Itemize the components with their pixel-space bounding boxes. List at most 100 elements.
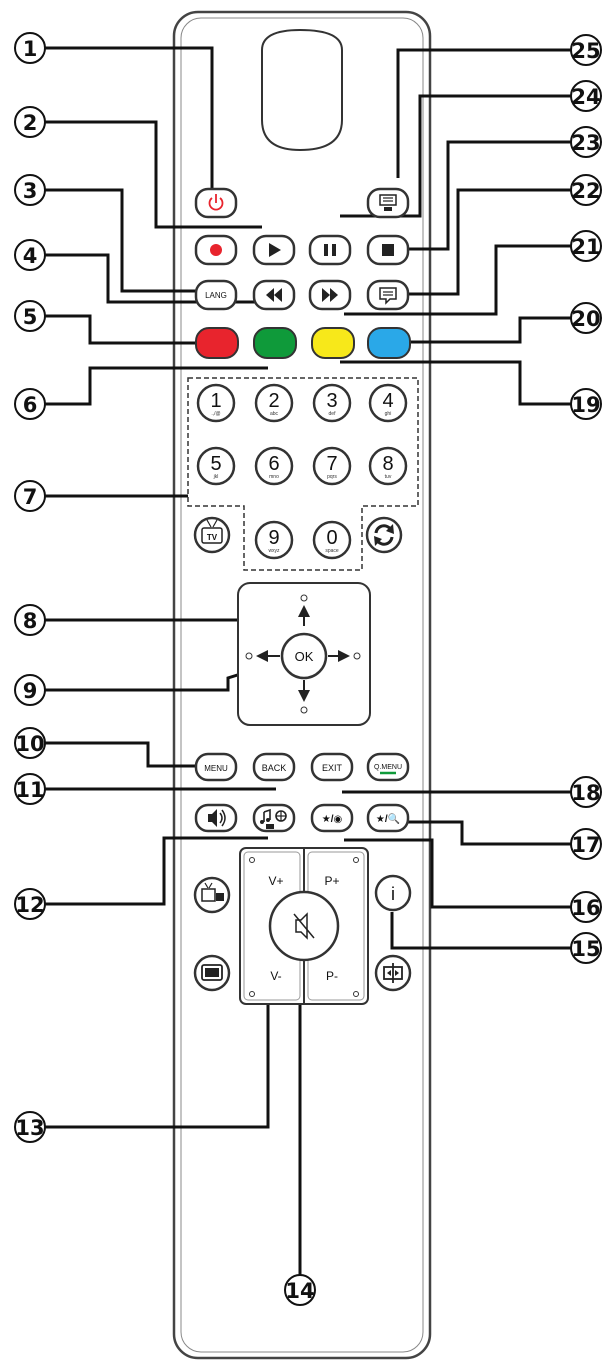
source-icon bbox=[201, 882, 224, 902]
callout-label: 15 bbox=[571, 937, 600, 961]
menu-button[interactable]: MENU bbox=[194, 752, 238, 782]
red-button[interactable] bbox=[195, 327, 239, 359]
program-down-button[interactable]: P- bbox=[326, 969, 338, 983]
number-letters: ghi bbox=[385, 411, 392, 417]
swap-button[interactable] bbox=[365, 516, 403, 554]
volume-down-button[interactable]: V- bbox=[270, 969, 281, 983]
favourite-search-button[interactable]: ★/🔍 bbox=[366, 803, 410, 833]
callout-5: 5 bbox=[14, 300, 46, 332]
swap-icon bbox=[374, 524, 394, 546]
callout-2: 2 bbox=[14, 106, 46, 138]
screen-button[interactable] bbox=[193, 954, 231, 992]
exit-button[interactable]: EXIT bbox=[310, 752, 354, 782]
picture-button[interactable] bbox=[374, 954, 412, 992]
back-button[interactable]: BACK bbox=[252, 752, 296, 782]
yellow-button[interactable] bbox=[311, 327, 355, 359]
number-digit: 3 bbox=[326, 390, 337, 412]
info-button[interactable]: i bbox=[374, 874, 412, 912]
up-arrow-button[interactable] bbox=[298, 594, 310, 626]
volume-up-button[interactable]: V+ bbox=[268, 874, 283, 888]
callout-label: 19 bbox=[571, 393, 600, 417]
callout-20: 20 bbox=[570, 302, 602, 334]
callout-23: 23 bbox=[570, 126, 602, 158]
number-letters: tuv bbox=[385, 474, 392, 480]
callout-24: 24 bbox=[570, 80, 602, 112]
number-digit: 4 bbox=[382, 390, 393, 412]
stop-button[interactable] bbox=[366, 234, 410, 266]
callout-label: 23 bbox=[571, 131, 600, 155]
subtitle-icon bbox=[379, 287, 397, 305]
callout-label: 8 bbox=[23, 609, 38, 633]
teletext-icon bbox=[379, 194, 397, 211]
down-arrow-button[interactable] bbox=[298, 680, 310, 714]
right-arrow-button[interactable] bbox=[328, 650, 361, 662]
callout-label: 7 bbox=[23, 485, 38, 509]
callout-10: 10 bbox=[14, 727, 46, 759]
fav-search-label: ★/🔍 bbox=[376, 812, 400, 825]
callout-21: 21 bbox=[570, 230, 602, 262]
callout-label: 14 bbox=[285, 1279, 314, 1303]
callout-label: 5 bbox=[23, 305, 38, 329]
callout-17: 17 bbox=[570, 828, 602, 860]
callout-8: 8 bbox=[14, 604, 46, 636]
play-button[interactable] bbox=[252, 234, 296, 266]
audio-button[interactable] bbox=[194, 803, 238, 833]
mute-button[interactable] bbox=[268, 890, 340, 962]
callout-label: 25 bbox=[571, 39, 600, 63]
callout-label: 20 bbox=[571, 307, 600, 331]
lang-label: LANG bbox=[205, 291, 227, 300]
callout-18: 18 bbox=[570, 776, 602, 808]
number-1-button[interactable]: 1.,/@ bbox=[196, 383, 236, 423]
play-icon bbox=[269, 243, 281, 257]
callout-label: 10 bbox=[15, 732, 44, 756]
callout-label: 4 bbox=[23, 244, 38, 268]
q-menu-button[interactable]: Q.MENU bbox=[366, 752, 410, 782]
picture-icon bbox=[383, 963, 403, 983]
callout-3: 3 bbox=[14, 174, 46, 206]
record-button[interactable] bbox=[194, 234, 238, 266]
number-digit: 2 bbox=[268, 390, 279, 412]
ok-button[interactable]: OK bbox=[280, 632, 328, 680]
callout-19: 19 bbox=[570, 388, 602, 420]
favourite-mode-button[interactable]: ★/◉ bbox=[310, 803, 354, 833]
callout-11: 11 bbox=[14, 773, 46, 805]
fast-forward-button[interactable] bbox=[308, 279, 352, 311]
callout-22: 22 bbox=[570, 174, 602, 206]
pause-button[interactable] bbox=[308, 234, 352, 266]
callout-label: 18 bbox=[571, 781, 600, 805]
callout-label: 13 bbox=[15, 1116, 44, 1140]
number-letters: wxyz bbox=[268, 548, 280, 554]
power-button[interactable] bbox=[194, 187, 238, 219]
left-arrow-button[interactable] bbox=[245, 650, 280, 662]
screen-icon bbox=[201, 964, 223, 981]
source-button[interactable] bbox=[193, 876, 231, 914]
callout-label: 6 bbox=[23, 393, 38, 417]
audio-icon bbox=[208, 809, 226, 827]
remote-body-inner bbox=[180, 17, 424, 1353]
rewind-button[interactable] bbox=[252, 279, 296, 311]
blue-button[interactable] bbox=[367, 327, 411, 359]
teletext-button[interactable] bbox=[366, 187, 410, 219]
callout-13: 13 bbox=[14, 1111, 46, 1143]
green-button[interactable] bbox=[253, 327, 297, 359]
callout-label: 3 bbox=[23, 179, 38, 203]
tv-button[interactable]: TV bbox=[193, 516, 231, 554]
pause-icon bbox=[324, 244, 336, 256]
callout-25: 25 bbox=[570, 34, 602, 66]
program-up-button[interactable]: P+ bbox=[324, 874, 339, 888]
lang-button[interactable]: LANG bbox=[194, 279, 238, 311]
subtitle-button[interactable] bbox=[366, 279, 410, 311]
number-letters: mno bbox=[269, 474, 279, 480]
info-label: i bbox=[391, 884, 395, 904]
menu-label: MENU bbox=[204, 764, 228, 773]
media-browser-button[interactable] bbox=[252, 803, 296, 833]
